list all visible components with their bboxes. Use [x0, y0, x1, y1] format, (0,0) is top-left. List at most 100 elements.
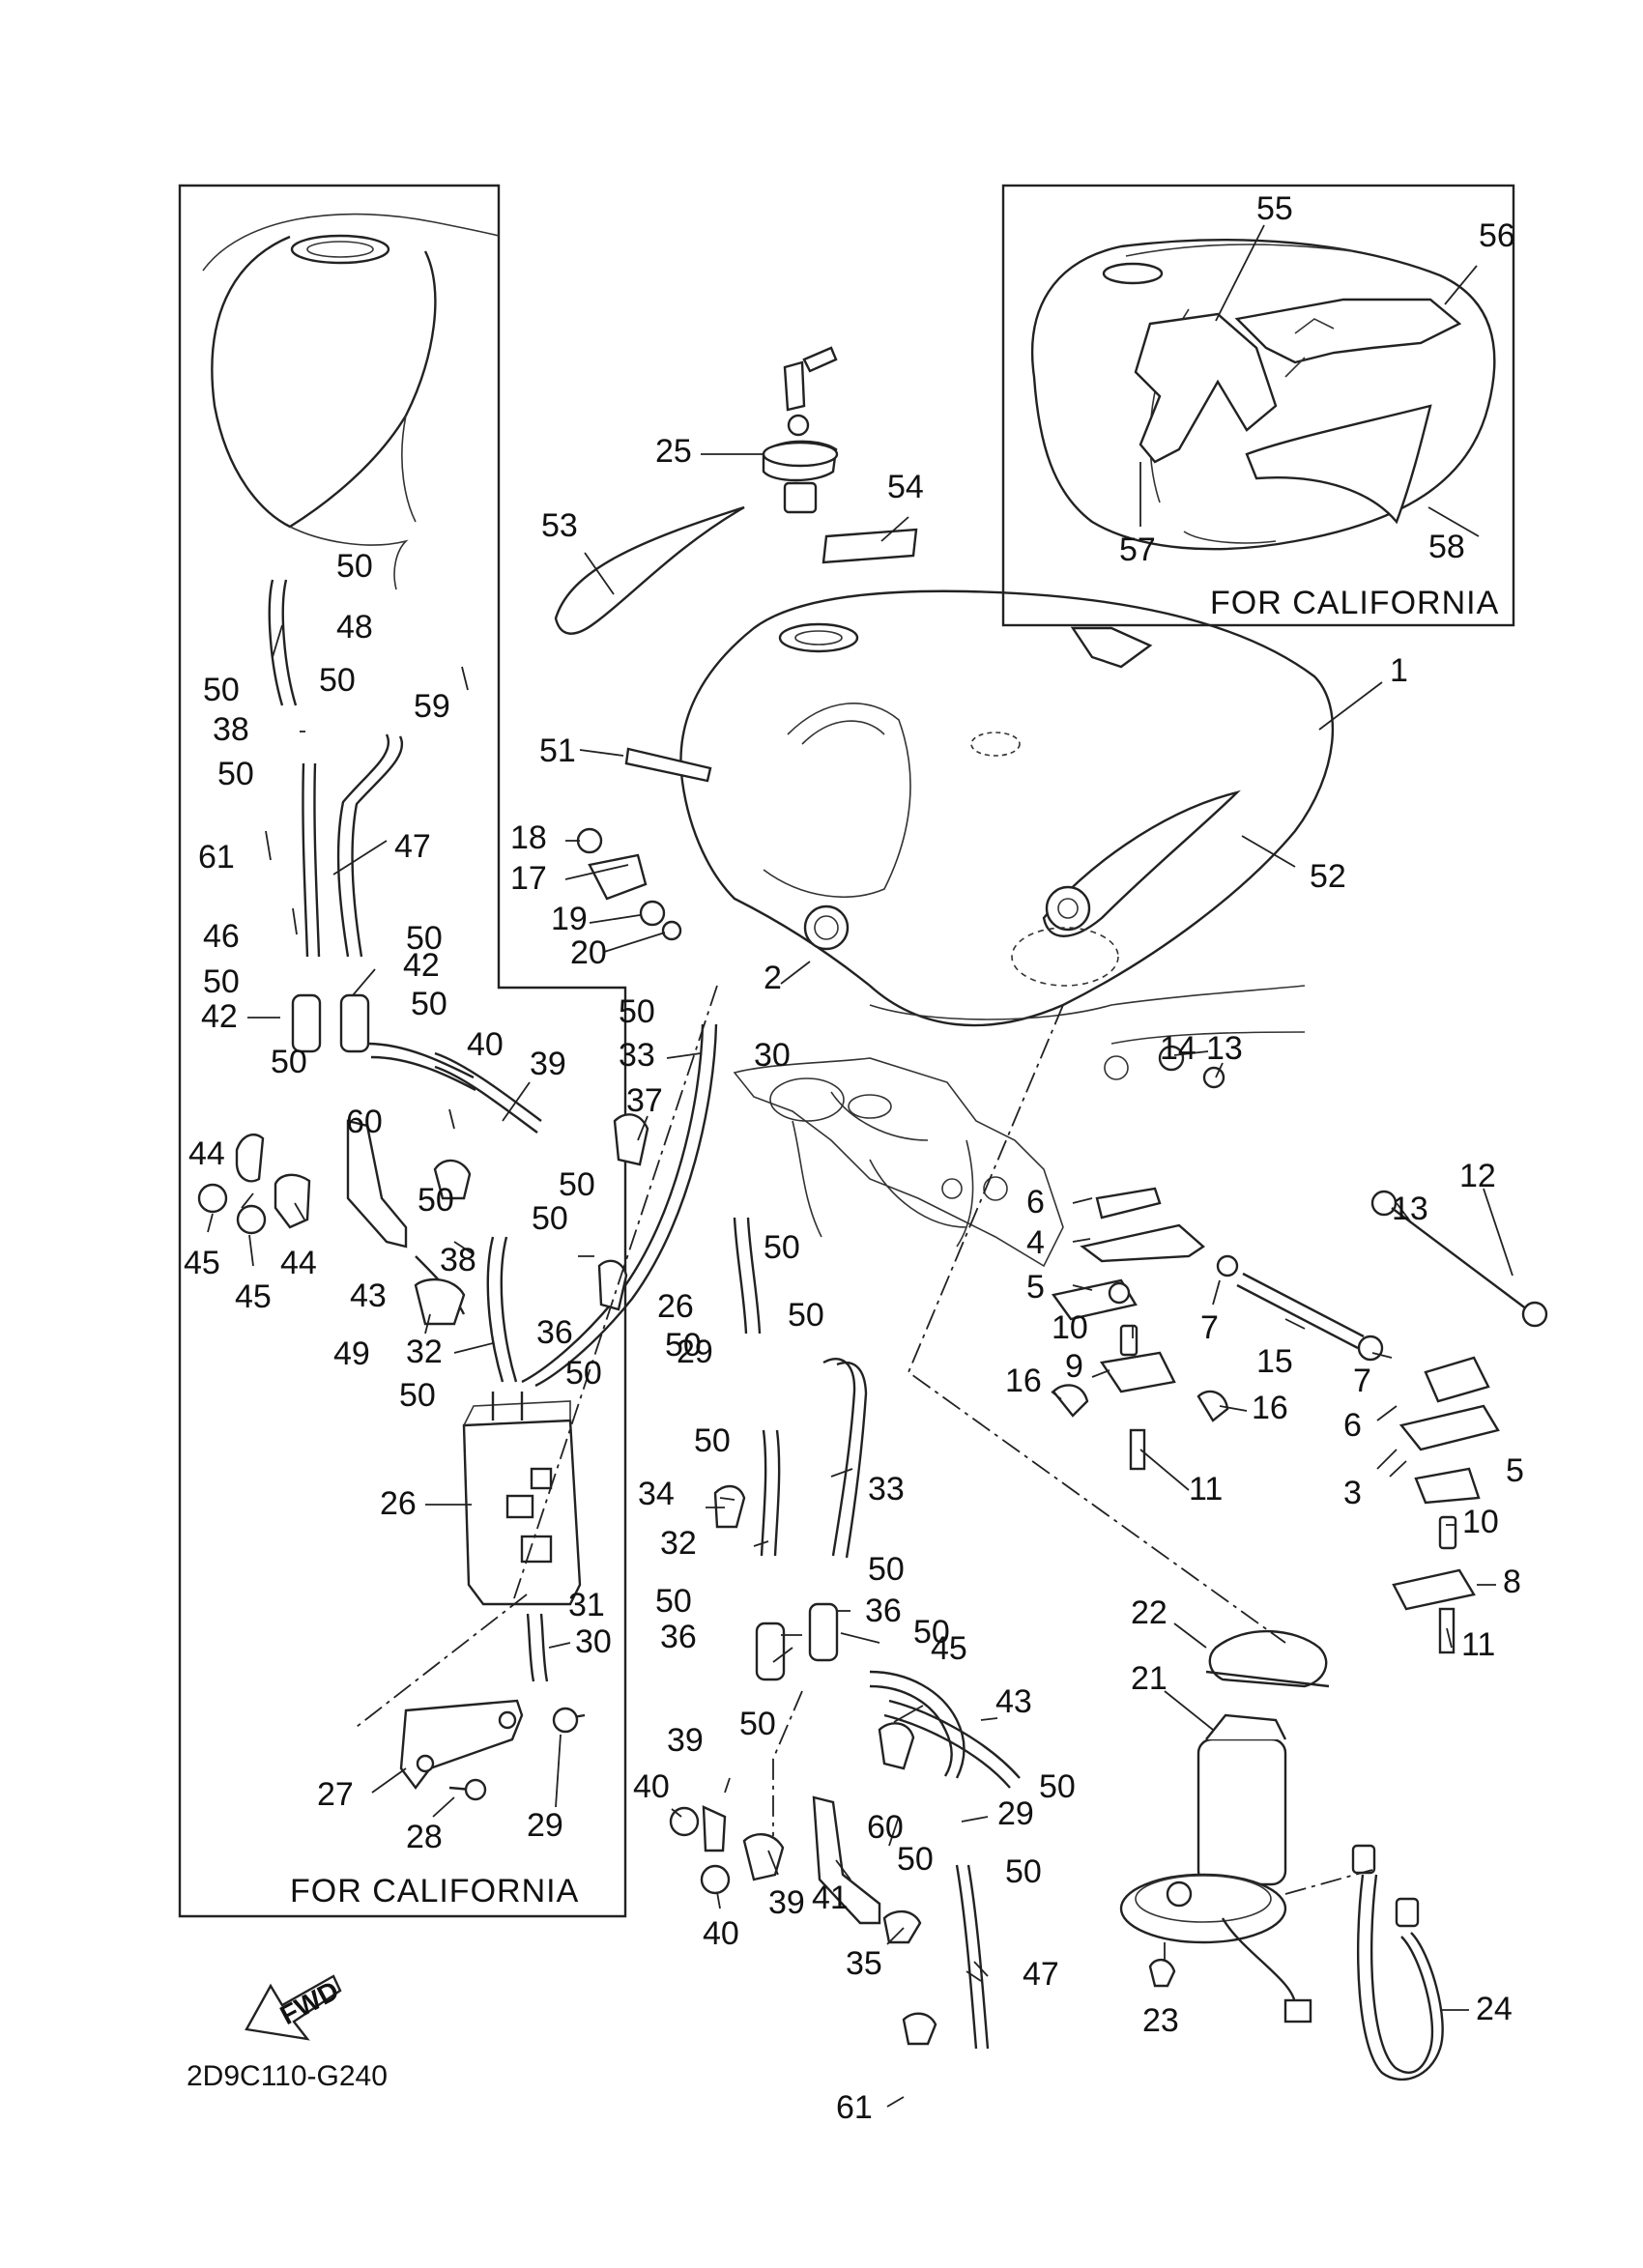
callout-38b: 38 [440, 1242, 476, 1278]
california-inset-right-frame [1001, 184, 1515, 627]
california-label-left: FOR CALIFORNIA [290, 1873, 579, 1909]
callout-47a: 47 [394, 828, 431, 865]
clamp-50-label: 50 [559, 1166, 595, 1203]
leader-canister-bracket [352, 1593, 528, 1731]
callout-48: 48 [336, 609, 373, 646]
callout-3: 3 [1343, 1475, 1362, 1511]
clamp-50-label: 50 [203, 672, 240, 708]
center-hoses [669, 1217, 1021, 2050]
clamp-50-label: 50 [694, 1422, 731, 1459]
callout-23: 23 [1142, 2002, 1179, 2039]
clamp-50-label: 50 [764, 1229, 800, 1266]
bracket-27 [399, 1699, 586, 1801]
clamp-50-label: 50 [532, 1200, 568, 1237]
clamp-50-label: 50 [411, 986, 447, 1022]
callout-47b: 47 [1023, 1956, 1059, 1993]
clamp-50-label: 50 [788, 1297, 824, 1334]
callout-42b: 42 [403, 947, 440, 984]
callout-11a: 11 [1189, 1471, 1223, 1507]
callout-39b: 39 [667, 1722, 704, 1759]
fuel-pump-21 [1119, 1629, 1444, 2081]
callout-7b: 7 [1353, 1363, 1371, 1399]
leader-center-bracket [772, 1690, 803, 1836]
callout-16b: 16 [1252, 1390, 1288, 1426]
fuel-tank-main [679, 589, 1335, 1045]
callout-49: 49 [333, 1335, 370, 1372]
callout-39a: 39 [530, 1046, 566, 1082]
callout-26b: 26 [380, 1485, 417, 1522]
callout-20: 20 [570, 934, 607, 971]
callout-54: 54 [887, 469, 924, 505]
callout-33b: 33 [868, 1471, 905, 1507]
cover-53 [554, 505, 745, 635]
california-label-right: FOR CALIFORNIA [1210, 585, 1499, 621]
callout-29a: 29 [527, 1807, 563, 1844]
callout-45c: 45 [931, 1630, 967, 1667]
callout-58: 58 [1428, 529, 1465, 565]
clamp-50-label: 50 [336, 548, 373, 585]
frame-sketch [733, 1055, 1129, 1268]
callout-14: 14 [1160, 1030, 1196, 1067]
callout-42a: 42 [201, 998, 238, 1035]
callout-40a: 40 [467, 1026, 504, 1063]
callout-17: 17 [510, 860, 547, 897]
callout-30a: 30 [754, 1037, 791, 1074]
callout-22: 22 [1131, 1594, 1167, 1631]
callout-60a: 60 [346, 1104, 383, 1140]
clamp-50-label: 50 [655, 1583, 692, 1620]
callout-4: 4 [1026, 1224, 1045, 1261]
callout-27: 27 [317, 1776, 354, 1813]
callout-16a: 16 [1005, 1363, 1042, 1399]
clamp-50-label: 50 [217, 756, 254, 792]
filler-cap-25 [762, 346, 839, 514]
callout-59: 59 [414, 688, 450, 725]
callout-38a: 38 [213, 711, 249, 748]
callout-13a: 13 [1206, 1030, 1243, 1067]
callout-leaders [207, 224, 1513, 2108]
callout-15: 15 [1256, 1343, 1293, 1380]
callout-41: 41 [812, 1880, 849, 1916]
hose-51 [624, 747, 712, 783]
callout-1: 1 [1390, 652, 1408, 689]
clamp-50-label: 50 [665, 1327, 702, 1364]
callout-29c: 29 [997, 1795, 1034, 1832]
clamp-50-label: 50 [406, 920, 443, 957]
clamp-50-label: 50 [913, 1614, 950, 1651]
clamp-callouts-50: 50 50 50 50 50 50 50 50 50 50 50 50 50 5… [203, 548, 1076, 1890]
callout-29b: 29 [677, 1334, 713, 1370]
leader-pump-harness [1284, 1869, 1373, 1895]
callout-57: 57 [1119, 531, 1156, 568]
callout-36a: 36 [536, 1314, 573, 1351]
clamp-50-label: 50 [868, 1551, 905, 1588]
callout-37: 37 [626, 1082, 663, 1119]
callout-61a: 61 [198, 839, 235, 876]
clamp-50-label: 50 [203, 963, 240, 1000]
canister-left [462, 1392, 582, 1682]
drawing-code: 2D9C110-G240 [187, 2060, 388, 2092]
callout-26a: 26 [657, 1288, 694, 1325]
callout-31: 31 [568, 1587, 605, 1623]
callout-6b: 6 [1343, 1407, 1362, 1444]
callout-34: 34 [638, 1476, 675, 1512]
callout-30b: 30 [575, 1623, 612, 1660]
small-parts-17-20 [576, 827, 850, 951]
callout-52: 52 [1310, 858, 1346, 895]
callout-44a: 44 [188, 1135, 225, 1172]
fwd-arrow-icon [245, 1974, 342, 2041]
clamp-50-label: 50 [1005, 1853, 1042, 1890]
callout-43a: 43 [995, 1683, 1032, 1720]
callout-33a: 33 [619, 1037, 655, 1074]
clamp-50-label: 50 [739, 1706, 776, 1742]
callout-24: 24 [1476, 1991, 1513, 2027]
callout-numbers: 1 2 3 4 5 5 6 6 7 7 8 9 10 10 11 11 12 1… [184, 190, 1524, 2126]
callout-18: 18 [510, 819, 547, 856]
leader-pump-tank [907, 1004, 1286, 1644]
callout-61b: 61 [836, 2089, 873, 2126]
callout-8: 8 [1503, 1564, 1521, 1600]
tank-outline-right [1030, 239, 1496, 551]
callout-53: 53 [541, 507, 578, 544]
callout-32a: 32 [406, 1334, 443, 1370]
callout-6a: 6 [1026, 1184, 1045, 1220]
clamp-50-label: 50 [1039, 1768, 1076, 1805]
fwd-label: FWD [275, 1975, 344, 2030]
